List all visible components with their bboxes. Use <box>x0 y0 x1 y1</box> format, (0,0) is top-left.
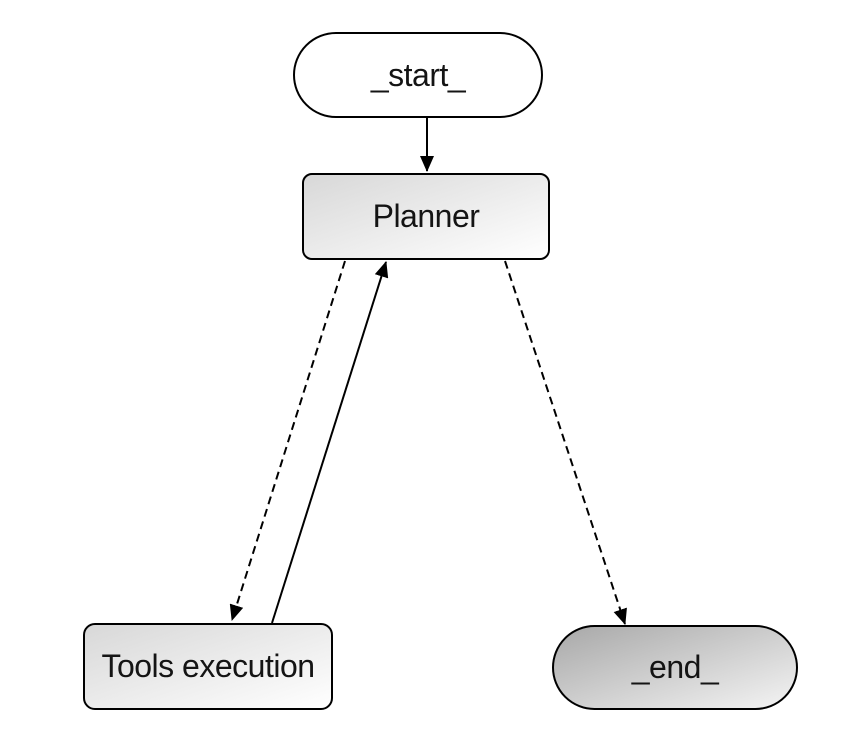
edge-planner-to-tools <box>229 260 346 621</box>
edge-planner-to-end <box>504 260 627 625</box>
node-end-label: _end_ <box>631 649 719 685</box>
node-planner: Planner <box>302 173 550 260</box>
node-tools-execution-label: Tools execution <box>101 648 315 684</box>
node-planner-label: Planner <box>372 198 480 234</box>
node-end: _end_ <box>552 625 798 710</box>
node-start: _start_ <box>293 32 543 118</box>
edge-tools-to-planner <box>271 261 389 624</box>
node-start-label: _start_ <box>370 56 466 93</box>
node-tools-execution: Tools execution <box>83 623 333 710</box>
